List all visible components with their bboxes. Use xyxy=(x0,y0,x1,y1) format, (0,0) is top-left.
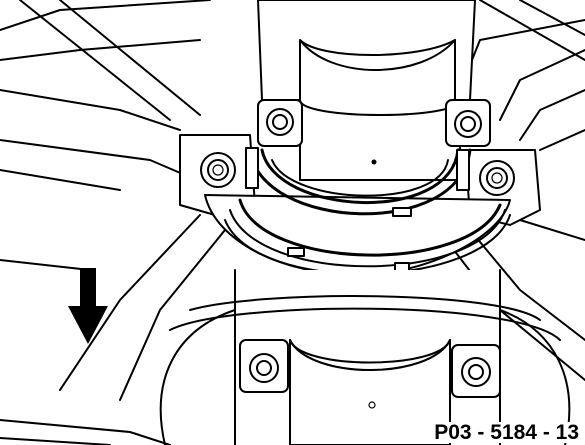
down-arrow-icon xyxy=(68,268,108,344)
figure-code-label: P03 - 5184 - 13 xyxy=(432,421,581,444)
bearing-cap xyxy=(179,134,541,276)
upper-bearing-saddle xyxy=(257,0,491,181)
lower-bearing-assembly xyxy=(159,269,571,445)
